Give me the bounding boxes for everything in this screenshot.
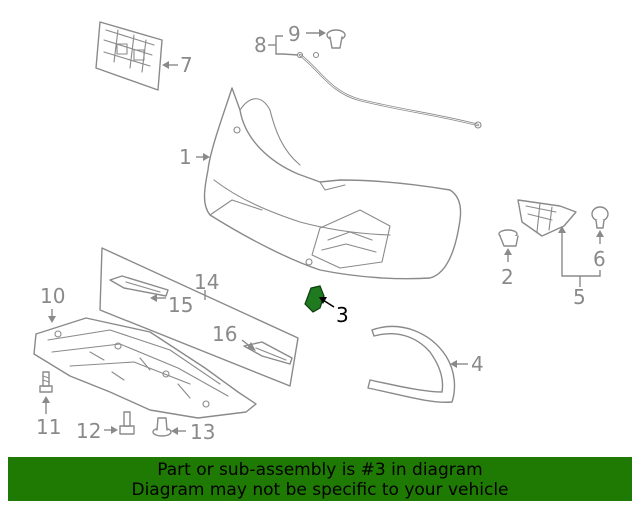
callout-10: 10 xyxy=(40,284,65,308)
callout-13: 13 xyxy=(190,420,215,444)
part-10-engine-under-cover xyxy=(33,317,257,419)
parts-diagram: 7 9 8 1 2 xyxy=(33,21,609,444)
callout-14: 14 xyxy=(194,270,219,294)
callout-3: 3 xyxy=(336,303,349,327)
part-14-energy-absorber xyxy=(99,247,299,387)
part-12-bolt xyxy=(119,411,135,435)
callout-5: 5 xyxy=(573,285,586,309)
part-15-bracket xyxy=(109,275,169,297)
part-2-clip xyxy=(498,229,519,247)
banner-line-2: Diagram may not be specific to your vehi… xyxy=(131,480,509,500)
callout-15: 15 xyxy=(168,293,193,317)
callout-16: 16 xyxy=(212,322,237,346)
part-11-bolt xyxy=(39,371,53,393)
callout-6: 6 xyxy=(593,247,606,271)
callout-9: 9 xyxy=(288,22,301,46)
part-3-highlighted[interactable] xyxy=(304,285,325,313)
part-5-bumper-bracket xyxy=(517,199,577,237)
banner-line-1: Part or sub-assembly is #3 in diagram xyxy=(157,460,483,480)
part-8-wire-harness xyxy=(296,51,482,129)
part-7-license-bracket xyxy=(95,21,163,91)
part-6-grommet xyxy=(591,206,609,229)
callout-8: 8 xyxy=(254,33,267,57)
part-16-bracket xyxy=(243,341,293,365)
info-banner: Part or sub-assembly is #3 in diagram Di… xyxy=(8,457,632,501)
part-1-bumper-cover xyxy=(203,87,462,280)
callout-11: 11 xyxy=(36,415,61,439)
part-9-clip xyxy=(326,29,346,49)
callout-4: 4 xyxy=(471,352,484,376)
part-13-clip xyxy=(152,417,172,437)
callout-12: 12 xyxy=(76,419,101,443)
callout-7: 7 xyxy=(180,53,193,77)
callout-1: 1 xyxy=(179,145,192,169)
part-4-fog-lamp-garnish xyxy=(367,325,456,403)
callout-2: 2 xyxy=(501,265,514,289)
